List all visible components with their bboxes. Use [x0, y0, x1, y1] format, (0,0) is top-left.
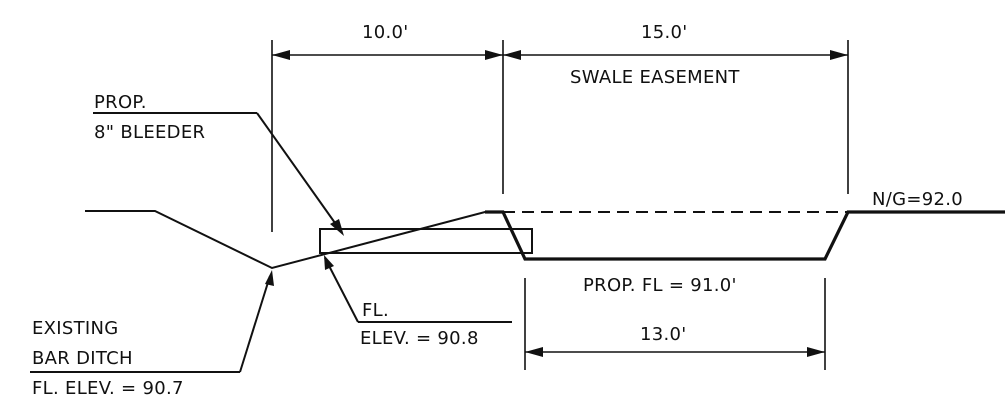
dimension-13ft	[525, 347, 825, 357]
bleeder-label-line2: 8" BLEEDER	[94, 122, 205, 143]
fl-leader-line	[324, 257, 359, 323]
dimension-label-10ft: 10.0'	[362, 22, 409, 43]
bleeder-leader-line	[256, 112, 341, 231]
swale-easement-label: SWALE EASEMENT	[570, 67, 740, 88]
fl-elevation-label-line1: FL.	[362, 300, 389, 321]
proposed-swale-profile	[485, 210, 1005, 261]
ditch-label-line2: BAR DITCH	[32, 348, 133, 369]
natural-ground-label: N/G=92.0	[872, 189, 963, 210]
existing-ground-line	[85, 210, 503, 270]
ditch-leader-arrowhead	[265, 270, 274, 286]
dimension-label-13ft: 13.0'	[640, 324, 687, 345]
ditch-label-line3: FL. ELEV. = 90.7	[32, 378, 184, 399]
ditch-leader-line	[239, 275, 271, 373]
ditch-label-line1: EXISTING	[32, 318, 119, 339]
dimension-label-15ft: 15.0'	[641, 22, 688, 43]
proposed-flowline-label: PROP. FL = 91.0'	[583, 275, 737, 296]
fl-elevation-label-line2: ELEV. = 90.8	[360, 328, 479, 349]
dimension-15ft	[503, 50, 848, 60]
bleeder-pipe	[319, 228, 533, 254]
fl-leader-arrowhead	[324, 255, 334, 270]
bleeder-label-line1: PROP.	[94, 92, 147, 113]
bleeder-leader-arrowhead	[330, 219, 344, 236]
dimension-10ft	[272, 50, 503, 60]
